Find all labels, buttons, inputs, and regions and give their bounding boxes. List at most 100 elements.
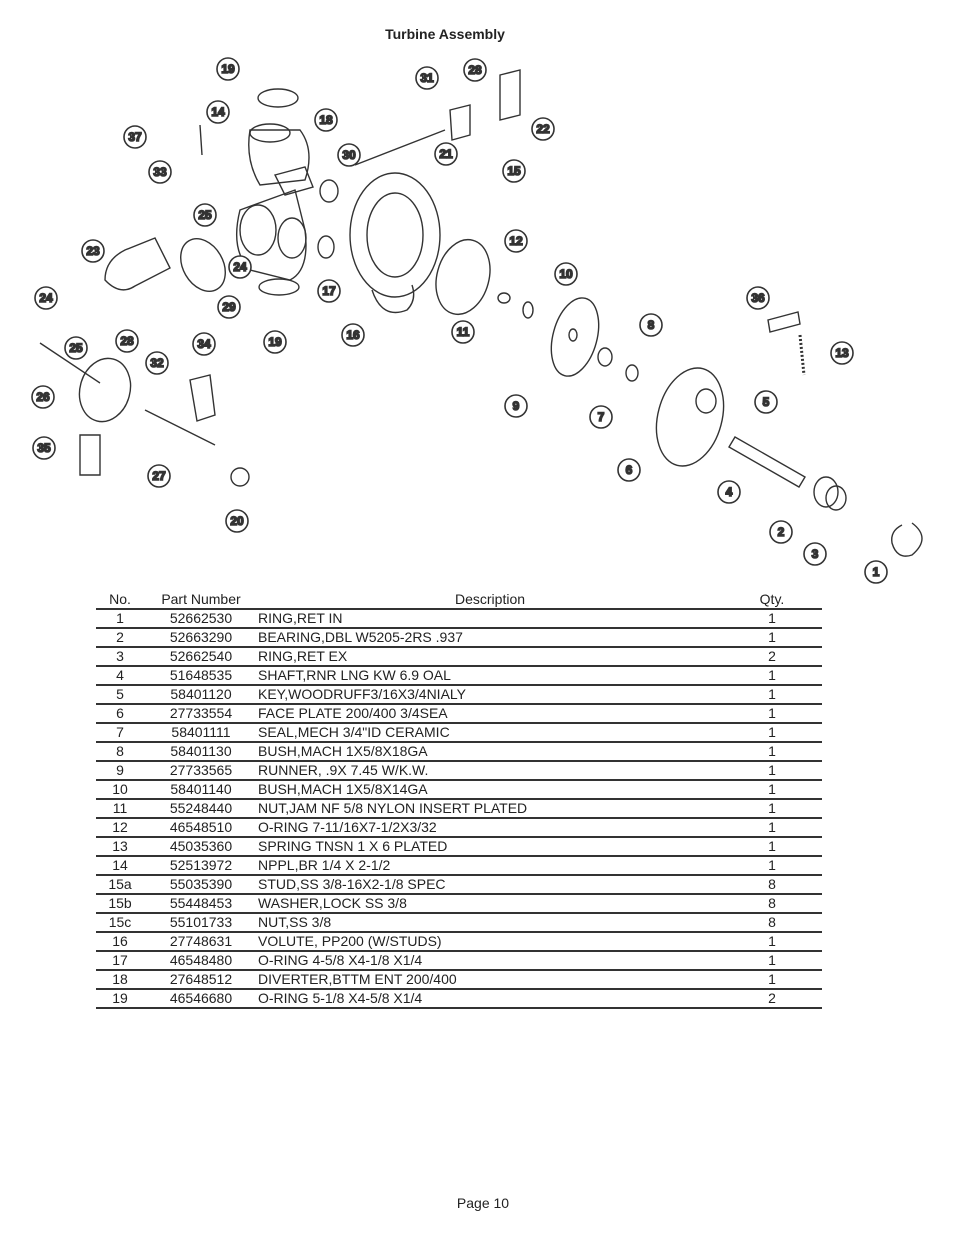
svg-text:32: 32 <box>150 356 164 370</box>
cell-description: NUT,SS 3/8 <box>258 913 722 933</box>
cell-description: BEARING,DBL W5205-2RS .937 <box>258 628 722 648</box>
cell-no: 15c <box>96 913 144 933</box>
callout-10: 10 <box>554 262 578 286</box>
callout-4: 4 <box>717 480 741 504</box>
cell-part-number: 45035360 <box>144 837 258 857</box>
cell-description: DIVERTER,BTTM ENT 200/400 <box>258 970 722 990</box>
cell-qty: 8 <box>722 913 822 933</box>
callout-35: 35 <box>32 436 56 460</box>
cell-part-number: 27648512 <box>144 970 258 990</box>
callout-12: 12 <box>504 229 528 253</box>
cell-qty: 1 <box>722 685 822 705</box>
cell-qty: 1 <box>722 970 822 990</box>
svg-text:30: 30 <box>342 148 356 162</box>
cell-description: FACE PLATE 200/400 3/4SEA <box>258 704 722 724</box>
callout-14: 14 <box>206 100 230 124</box>
header-no: No. <box>96 589 144 610</box>
callout-19b: 19 <box>263 330 287 354</box>
cell-qty: 1 <box>722 856 822 876</box>
cell-part-number: 58401111 <box>144 723 258 743</box>
svg-text:34: 34 <box>197 337 211 351</box>
callout-29: 29 <box>217 295 241 319</box>
callout-18: 18 <box>314 108 338 132</box>
cell-no: 15a <box>96 875 144 895</box>
svg-text:5: 5 <box>763 395 770 409</box>
svg-text:36: 36 <box>751 291 765 305</box>
cell-qty: 1 <box>722 628 822 648</box>
svg-text:26: 26 <box>36 390 50 404</box>
svg-text:23: 23 <box>86 244 100 258</box>
callout-21: 21 <box>434 142 458 166</box>
cell-description: BUSH,MACH 1X5/8X14GA <box>258 780 722 800</box>
cell-no: 7 <box>96 723 144 743</box>
cell-description: RING,RET EX <box>258 647 722 667</box>
cell-qty: 8 <box>722 894 822 914</box>
cell-no: 12 <box>96 818 144 838</box>
svg-text:3: 3 <box>812 547 819 561</box>
svg-text:18: 18 <box>319 113 333 127</box>
cell-part-number: 58401130 <box>144 742 258 762</box>
svg-text:10: 10 <box>559 267 573 281</box>
cell-description: KEY,WOODRUFF3/16X3/4NIALY <box>258 685 722 705</box>
cell-qty: 1 <box>722 951 822 971</box>
cell-part-number: 58401140 <box>144 780 258 800</box>
callout-7: 7 <box>589 405 613 429</box>
callout-3: 3 <box>803 542 827 566</box>
callout-9: 9 <box>504 394 528 418</box>
svg-text:25: 25 <box>198 208 212 222</box>
cell-qty: 1 <box>722 742 822 762</box>
cell-part-number: 46548510 <box>144 818 258 838</box>
cell-description: BUSH,MACH 1X5/8X18GA <box>258 742 722 762</box>
svg-text:1: 1 <box>873 565 880 579</box>
cell-no: 15b <box>96 894 144 914</box>
callout-2: 2 <box>769 520 793 544</box>
callout-5: 5 <box>754 390 778 414</box>
cell-part-number: 52513972 <box>144 856 258 876</box>
callout-24b: 24 <box>228 255 252 279</box>
cell-description: SEAL,MECH 3/4"ID CERAMIC <box>258 723 722 743</box>
cell-qty: 1 <box>722 609 822 629</box>
svg-text:19: 19 <box>268 335 282 349</box>
cell-no: 10 <box>96 780 144 800</box>
svg-text:9: 9 <box>513 399 520 413</box>
exploded-parts-diagram: 1 2 3 4 5 6 7 8 9 10 11 12 13 14 15 16 1… <box>31 57 923 584</box>
cell-part-number: 55448453 <box>144 894 258 914</box>
cell-qty: 1 <box>722 818 822 838</box>
svg-text:11: 11 <box>457 325 470 339</box>
cell-part-number: 46546680 <box>144 989 258 1009</box>
svg-text:14: 14 <box>211 105 225 119</box>
svg-text:25: 25 <box>69 341 83 355</box>
svg-text:24: 24 <box>39 291 53 305</box>
callout-24a: 24 <box>34 286 58 310</box>
callout-17: 17 <box>317 279 341 303</box>
cell-no: 2 <box>96 628 144 648</box>
header-part-number: Part Number <box>144 589 258 610</box>
svg-text:20: 20 <box>230 514 244 528</box>
cell-description: NPPL,BR 1/4 X 2-1/2 <box>258 856 722 876</box>
callout-19a: 19 <box>216 57 240 81</box>
cell-no: 16 <box>96 932 144 952</box>
svg-text:33: 33 <box>153 165 167 179</box>
cell-part-number: 52663290 <box>144 628 258 648</box>
cell-description: RING,RET IN <box>258 609 722 629</box>
cell-description: STUD,SS 3/8-16X2-1/8 SPEC <box>258 875 722 895</box>
callout-22: 22 <box>531 117 555 141</box>
cell-description: WASHER,LOCK SS 3/8 <box>258 894 722 914</box>
cell-qty: 1 <box>722 761 822 781</box>
svg-text:7: 7 <box>598 410 605 424</box>
table-header-row: No. Part Number Description Qty. <box>96 589 822 610</box>
cell-part-number: 55248440 <box>144 799 258 819</box>
callout-33: 33 <box>148 160 172 184</box>
cell-part-number: 27733565 <box>144 761 258 781</box>
cell-no: 1 <box>96 609 144 629</box>
cell-qty: 1 <box>722 666 822 686</box>
svg-text:6: 6 <box>626 463 633 477</box>
